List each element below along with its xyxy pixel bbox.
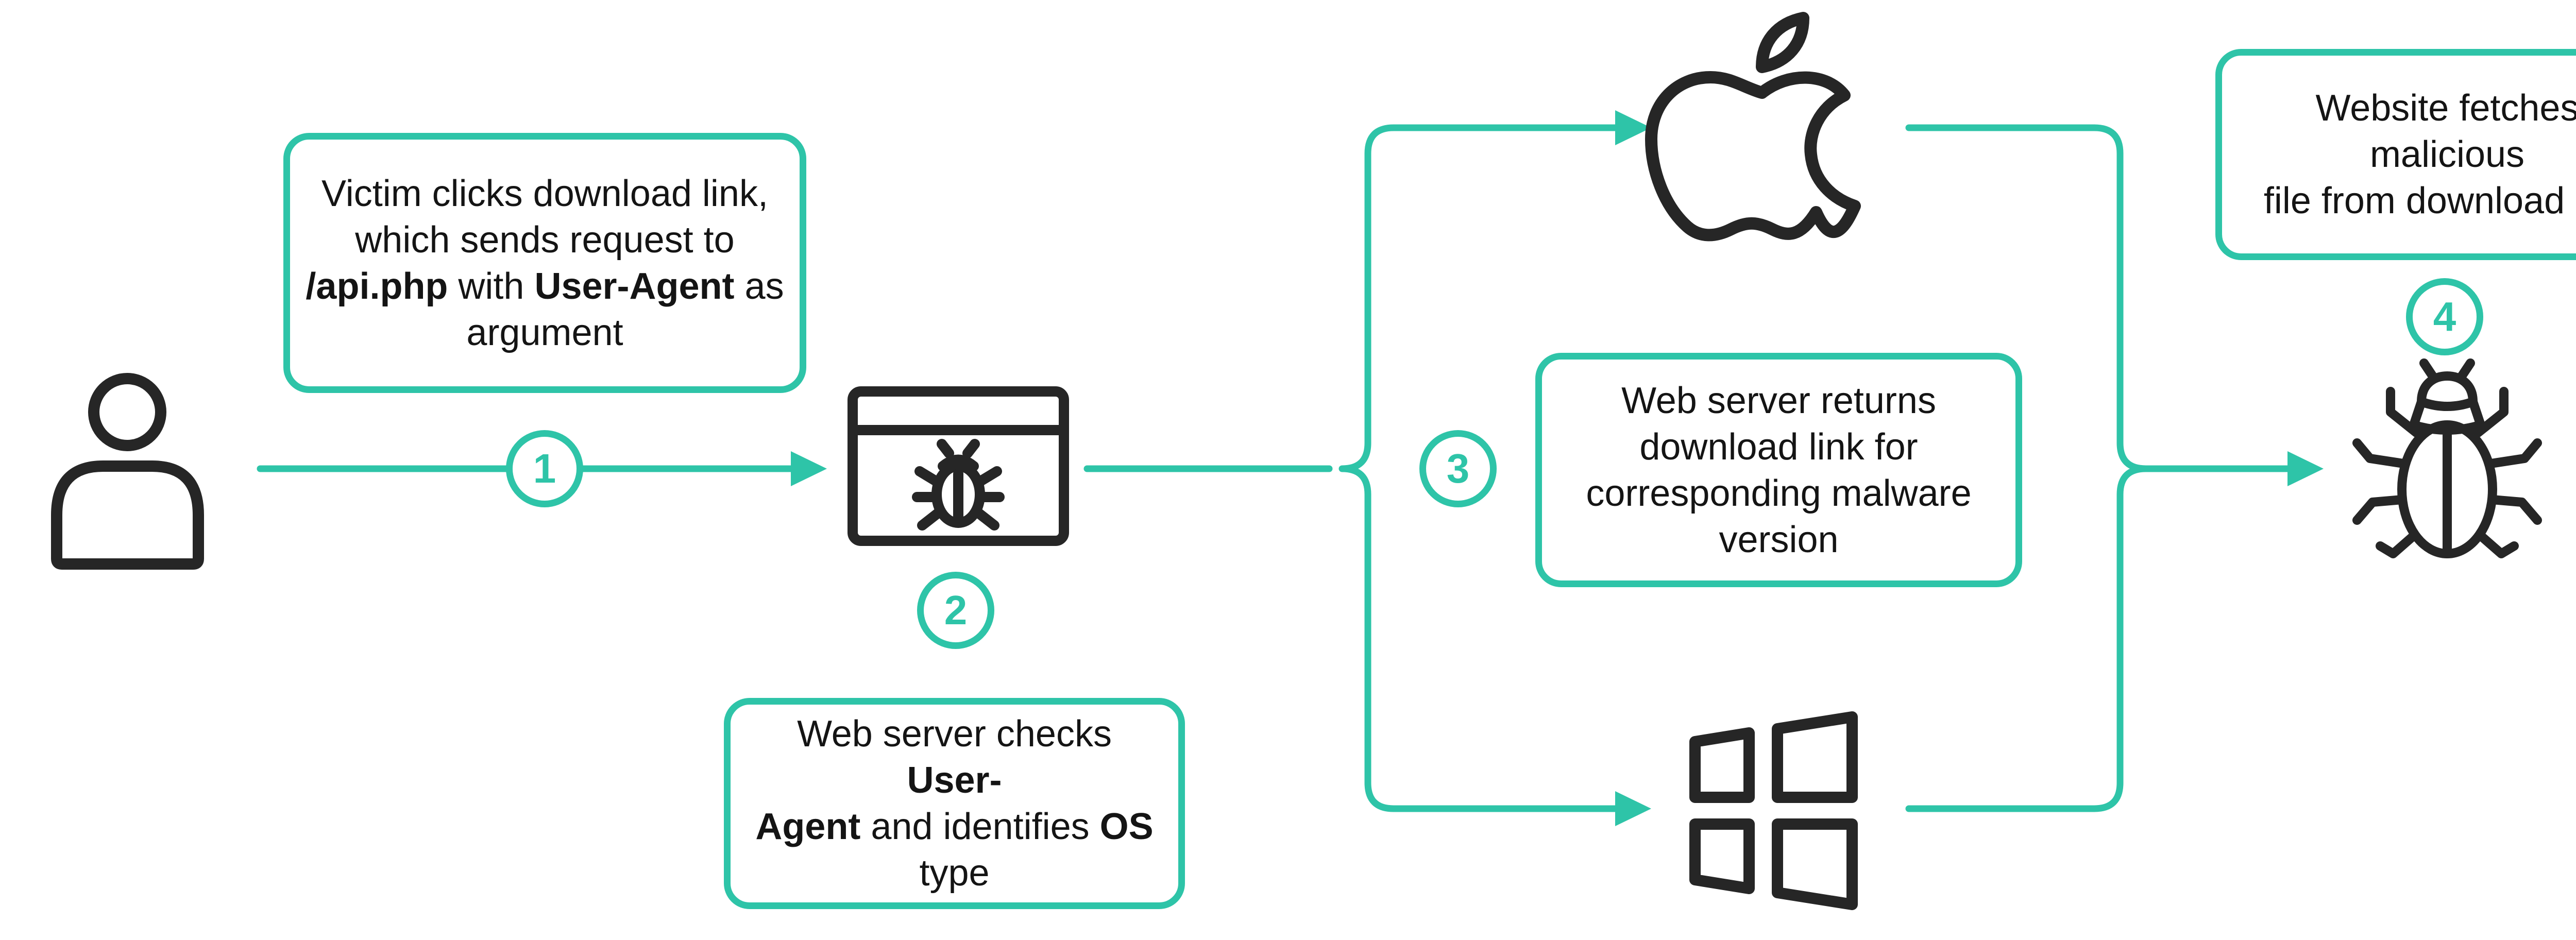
step-1-line-3: /api.php with User-Agent as: [306, 265, 784, 307]
step-4-marker: 4: [2406, 278, 2483, 355]
user-icon: [51, 373, 204, 570]
user-agent-term-cont: Agent: [755, 806, 861, 847]
step-2-description: Web server checks User- Agent and identi…: [724, 698, 1185, 909]
step-3-description: Web server returns download link for cor…: [1535, 353, 2022, 587]
malicious-webpage-icon: [848, 386, 1069, 546]
step-4-description: Website fetches malicious file from down…: [2215, 49, 2576, 260]
arrowheads: [791, 110, 2324, 826]
step-4-line-2: file from download link: [2263, 180, 2576, 221]
api-endpoint: /api.php: [306, 265, 448, 307]
step-3-line-3: corresponding malware: [1586, 472, 1972, 514]
step-2-line-2: Agent and identifies OS: [755, 806, 1154, 847]
step-1-marker: 1: [506, 430, 583, 507]
step-1-line-4: argument: [466, 312, 623, 353]
step-2-marker: 2: [917, 572, 994, 649]
user-agent-term: User-: [907, 760, 1002, 801]
branch-left-brace: [1338, 124, 1626, 812]
step-2-line-1: Web server checks User-: [797, 713, 1112, 801]
arrowhead-apple: [1615, 110, 1651, 145]
apple-icon: [1645, 12, 1861, 242]
step-3-line-4: version: [1719, 519, 1839, 560]
arrowhead-bug: [2287, 451, 2324, 486]
step-4-line-1: Website fetches malicious: [2315, 88, 2576, 175]
arrowhead-windows: [1615, 791, 1651, 826]
step-3-marker: 3: [1419, 430, 1497, 507]
step-1-line-1: Victim clicks download link,: [321, 173, 768, 214]
step-2-line-3: type: [919, 852, 990, 894]
os-term: OS: [1099, 806, 1154, 847]
arrowhead-server: [791, 451, 827, 486]
user-agent-term: User-Agent: [534, 265, 735, 307]
step-3-line-2: download link for: [1639, 426, 1918, 468]
malware-bug-icon: [2352, 358, 2542, 558]
step-1-line-2: which sends request to: [355, 219, 735, 261]
windows-icon: [1689, 711, 1858, 910]
step-1-description: Victim clicks download link, which sends…: [283, 133, 806, 393]
step-3-line-1: Web server returns: [1621, 380, 1936, 421]
